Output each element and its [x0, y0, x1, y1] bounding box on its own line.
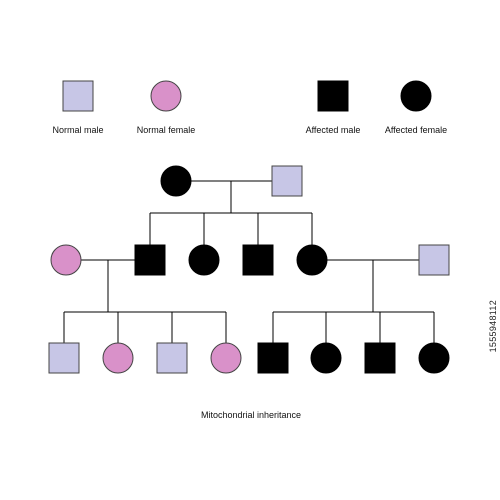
- legend-normal-male-label: Normal male: [52, 125, 103, 135]
- legend-affected-male-symbol: [317, 80, 349, 112]
- pedigree-affected-female-g3h: [418, 342, 450, 374]
- legend-affected-male-label: Affected male: [306, 125, 361, 135]
- pedigree-normal-female-g3b: [102, 342, 134, 374]
- pedigree-normal-male-g2f: [418, 244, 450, 276]
- pedigree-lines: [63, 180, 435, 343]
- pedigree-affected-male-g2d: [242, 244, 274, 276]
- pedigree-affected-female-g3f: [310, 342, 342, 374]
- pedigree-normal-male-g3c: [156, 342, 188, 374]
- pedigree-affected-male-g3e: [257, 342, 289, 374]
- legend-normal-male-symbol: [62, 80, 94, 112]
- legend-affected-female-label: Affected female: [385, 125, 447, 135]
- pedigree-affected-female-g2e: [296, 244, 328, 276]
- pedigree-affected-male-g2b: [134, 244, 166, 276]
- legend-normal-female-label: Normal female: [137, 125, 196, 135]
- caption: Mitochondrial inheritance: [201, 410, 301, 420]
- pedigree-affected-male-g3g: [364, 342, 396, 374]
- pedigree-affected-female-g2c: [188, 244, 220, 276]
- legend-normal-female-symbol: [150, 80, 182, 112]
- pedigree-symbols: [48, 165, 450, 374]
- pedigree-normal-male-g3a: [48, 342, 80, 374]
- pedigree-normal-female-g3d: [210, 342, 242, 374]
- legend-affected-female-symbol: [400, 80, 432, 112]
- pedigree-affected-female-g1a: [160, 165, 192, 197]
- stock-image-id: 1555948112: [488, 300, 498, 353]
- pedigree-normal-female-g2a: [50, 244, 82, 276]
- pedigree-normal-male-g1b: [271, 165, 303, 197]
- legend: Normal male Normal female Affected male …: [52, 80, 447, 135]
